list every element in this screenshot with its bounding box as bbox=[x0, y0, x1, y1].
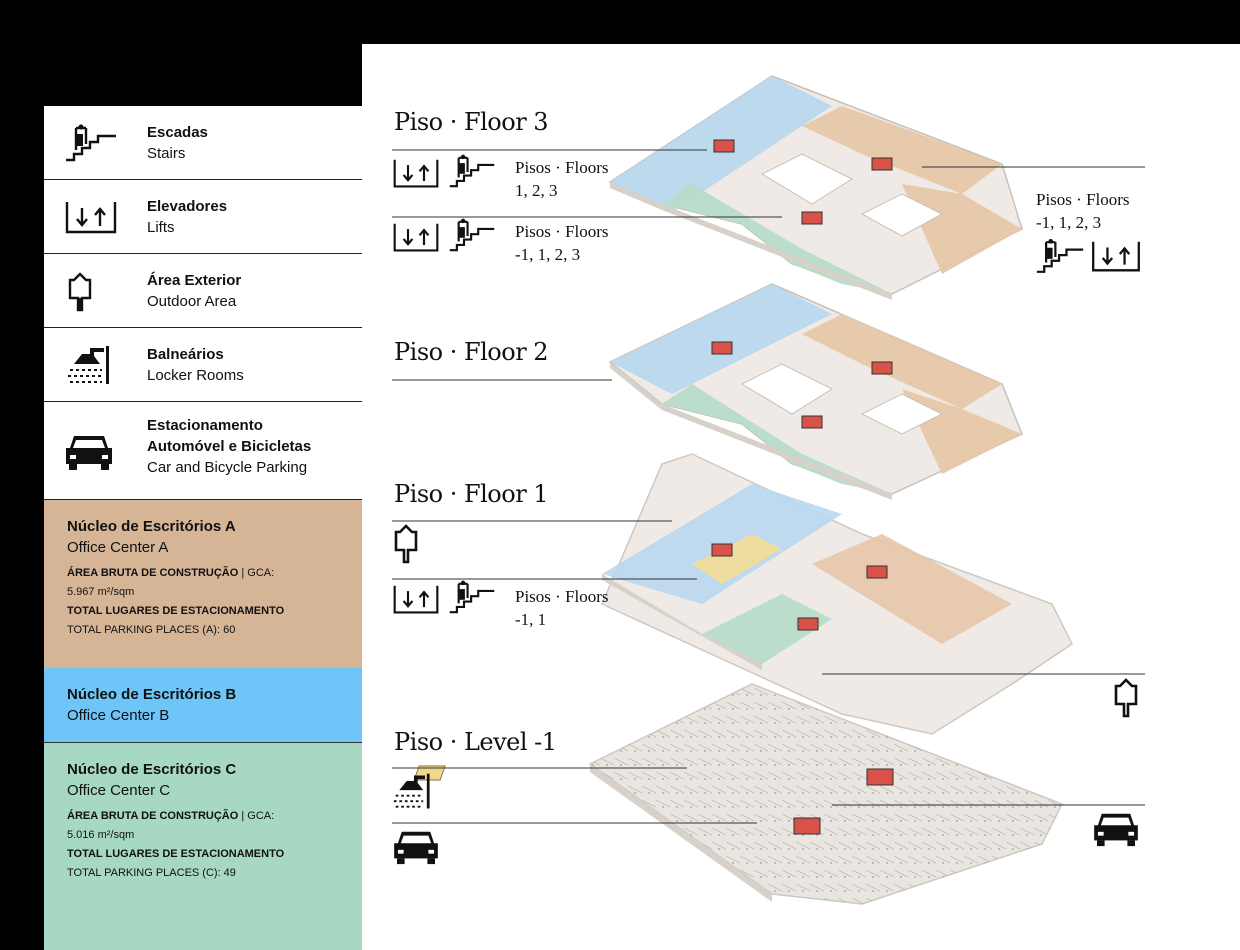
office-center-b: Núcleo de Escritórios B Office Center B bbox=[44, 668, 362, 743]
legend-outdoor-title: Área Exterior bbox=[147, 272, 242, 289]
office-a-gca-sep: | GCA: bbox=[238, 567, 275, 579]
floor-1-lift-icon bbox=[393, 584, 439, 614]
car-icon bbox=[66, 436, 112, 470]
floor-1-tree-icon-1 bbox=[394, 524, 418, 564]
office-a-gca-value: 5.967 m²/sqm bbox=[67, 586, 135, 598]
floor-1-tree-icon-2 bbox=[1114, 678, 1138, 718]
floor-3-stairs-icon-2 bbox=[448, 218, 496, 252]
floor-3-note-1: Pisos · Floors 1, 2, 3 bbox=[515, 156, 609, 202]
legend-lockers-title: Balneários bbox=[147, 346, 224, 363]
office-c-subtitle: Office Center C bbox=[67, 782, 171, 799]
floor-1-plan bbox=[601, 453, 1073, 735]
floor-plan-diagram: Piso · Floor 3 Piso · Floor 2 Piso · Flo… bbox=[362, 44, 1240, 950]
office-center-a: Núcleo de Escritórios A Office Center A … bbox=[44, 500, 362, 668]
floor-3-note-3-floors: -1, 1, 2, 3 bbox=[1036, 213, 1102, 232]
office-b-title: Núcleo de Escritórios B bbox=[67, 686, 237, 703]
floor-3-note-1-floors: 1, 2, 3 bbox=[515, 181, 558, 200]
shower-icon bbox=[68, 346, 109, 384]
floor-3-note-2-label: Pisos · Floors bbox=[515, 222, 609, 241]
level-minus1-car-icon-2 bbox=[394, 831, 438, 865]
floor-3-stairs-icon-1 bbox=[448, 154, 496, 188]
level-minus1-title: Piso · Level -1 bbox=[394, 728, 557, 756]
tree-icon bbox=[68, 272, 92, 312]
floor-3-note-2-floors: -1, 1, 2, 3 bbox=[515, 245, 581, 264]
stairs-icon bbox=[66, 124, 116, 162]
legend-stairs-subtitle: Stairs bbox=[147, 145, 186, 162]
office-a-parking-label: TOTAL LUGARES DE ESTACIONAMENTO bbox=[67, 605, 285, 617]
floor-3-lift-icon-2 bbox=[393, 222, 439, 252]
floor-3-title: Piso · Floor 3 bbox=[394, 108, 549, 136]
office-a-subtitle: Office Center A bbox=[67, 539, 169, 556]
level-minus1-plan bbox=[413, 683, 1064, 905]
office-c-gca-label: ÁREA BRUTA DE CONSTRUÇÃO bbox=[67, 810, 239, 822]
floor-3-lift-icon-1 bbox=[393, 158, 439, 188]
legend-lifts-title: Elevadores bbox=[147, 198, 228, 215]
office-b-subtitle: Office Center B bbox=[67, 707, 170, 724]
floor-3-note-3: Pisos · Floors -1, 1, 2, 3 bbox=[1036, 188, 1130, 234]
floor-2-title: Piso · Floor 2 bbox=[394, 338, 549, 366]
office-a-parking-value: TOTAL PARKING PLACES (A): 60 bbox=[67, 624, 236, 636]
floor-3-note-3-label: Pisos · Floors bbox=[1036, 190, 1130, 209]
office-c-parking-value: TOTAL PARKING PLACES (C): 49 bbox=[67, 867, 236, 879]
floor-3-note-2: Pisos · Floors -1, 1, 2, 3 bbox=[515, 220, 609, 266]
legend-stairs-title: Escadas bbox=[147, 124, 208, 141]
floor-1-note: Pisos · Floors -1, 1 bbox=[515, 585, 609, 631]
level-minus1-car-icon-1 bbox=[1094, 813, 1138, 847]
legend-lifts-subtitle: Lifts bbox=[147, 219, 175, 236]
floor-3-lift-icon-3 bbox=[1092, 240, 1140, 272]
floor-2-plan bbox=[608, 283, 1023, 500]
office-center-c: Núcleo de Escritórios C Office Center C … bbox=[44, 743, 362, 950]
floor-1-title: Piso · Floor 1 bbox=[394, 480, 549, 508]
legend-parking-title-2: Automóvel e Bicicletas bbox=[147, 438, 312, 455]
isometric-floors bbox=[392, 75, 1145, 905]
legend-outdoor: Área Exterior Outdoor Area bbox=[44, 254, 362, 328]
floor-1-note-floors: -1, 1 bbox=[515, 610, 547, 629]
office-c-title: Núcleo de Escritórios C bbox=[67, 761, 237, 778]
legend-parking: Estacionamento Automóvel e Bicicletas Ca… bbox=[44, 402, 362, 500]
legend-parking-title-1: Estacionamento bbox=[147, 417, 263, 434]
office-c-gca-value: 5.016 m²/sqm bbox=[67, 829, 135, 841]
office-a-gca-label: ÁREA BRUTA DE CONSTRUÇÃO bbox=[67, 567, 239, 579]
floor-1-note-label: Pisos · Floors bbox=[515, 587, 609, 606]
level-minus1-shower-icon bbox=[392, 772, 431, 810]
floor-3-plan bbox=[608, 75, 1023, 300]
legend-stairs: Escadas Stairs bbox=[44, 106, 362, 180]
floor-3-stairs-icon-3 bbox=[1035, 238, 1085, 273]
floor-1-stairs-icon bbox=[448, 580, 496, 614]
leader-lines bbox=[392, 149, 1145, 824]
legend-panel: Escadas Stairs Elevadores Lifts Área Ext… bbox=[44, 106, 362, 950]
office-a-title: Núcleo de Escritórios A bbox=[67, 518, 236, 535]
legend-outdoor-subtitle: Outdoor Area bbox=[147, 293, 237, 310]
office-c-gca-sep: | GCA: bbox=[238, 810, 275, 822]
legend-lockers: Balneários Locker Rooms bbox=[44, 328, 362, 402]
legend-lifts: Elevadores Lifts bbox=[44, 180, 362, 254]
legend-lockers-subtitle: Locker Rooms bbox=[147, 367, 244, 384]
lift-icon bbox=[65, 202, 117, 234]
office-c-parking-label: TOTAL LUGARES DE ESTACIONAMENTO bbox=[67, 848, 285, 860]
floor-3-note-1-label: Pisos · Floors bbox=[515, 158, 609, 177]
legend-parking-subtitle: Car and Bicycle Parking bbox=[147, 459, 308, 476]
